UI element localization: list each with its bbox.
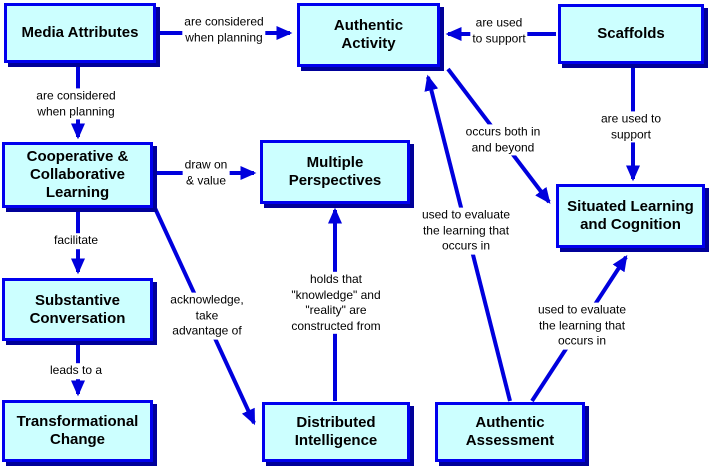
edge-label-authentic-activity-to-situated: occurs both in and beyond: [463, 124, 543, 156]
node-multiple-perspectives: Multiple Perspectives: [260, 140, 410, 204]
node-label: Media Attributes: [21, 24, 139, 41]
node-label: Authentic Assessment: [465, 414, 555, 449]
edge-label-substantive-to-transformational: leads to a: [47, 363, 105, 379]
edge-label-scaffolds-to-authentic-activity: are used to support: [470, 15, 528, 47]
node-transformational-change: Transformational Change: [2, 400, 153, 462]
edge-label-cooperative-to-substantive: facilitate: [51, 233, 101, 249]
edge-label-media-to-cooperative: are considered when planning: [34, 88, 118, 120]
node-label: Substantive Conversation: [29, 291, 126, 327]
node-label: Transformational Change: [16, 413, 139, 448]
edge-label-cooperative-to-multiple: draw on & value: [182, 157, 230, 189]
edge-label-assessment-to-situated: used to evaluate the learning that occur…: [535, 302, 629, 350]
node-label: Cooperative & Collaborative Learning: [26, 148, 129, 201]
node-label: Multiple Perspectives: [288, 154, 382, 189]
edge-label-cooperative-to-distributed: acknowledge, take advantage of: [168, 292, 246, 340]
edge-label-distributed-to-multiple: holds that "knowledge" and "reality" are…: [289, 271, 383, 335]
edge-label-assessment-to-authentic-activity: used to evaluate the learning that occur…: [419, 207, 513, 255]
node-situated-learning-cognition: Situated Learning and Cognition: [556, 184, 705, 248]
node-substantive-conversation: Substantive Conversation: [2, 278, 153, 341]
edge-label-scaffolds-to-situated: are used to support: [598, 111, 664, 143]
node-cooperative-collaborative-learning: Cooperative & Collaborative Learning: [2, 142, 153, 208]
node-label: Situated Learning and Cognition: [567, 198, 694, 233]
node-label: Distributed Intelligence: [294, 414, 378, 449]
node-media-attributes: Media Attributes: [4, 3, 156, 63]
node-authentic-assessment: Authentic Assessment: [435, 402, 585, 462]
node-scaffolds: Scaffolds: [558, 4, 704, 64]
edge-label-media-to-authentic-activity: are considered when planning: [182, 14, 266, 46]
node-distributed-intelligence: Distributed Intelligence: [262, 402, 410, 462]
node-authentic-activity: Authentic Activity: [297, 3, 440, 67]
node-label: Scaffolds: [597, 25, 665, 42]
node-label: Authentic Activity: [333, 17, 404, 52]
